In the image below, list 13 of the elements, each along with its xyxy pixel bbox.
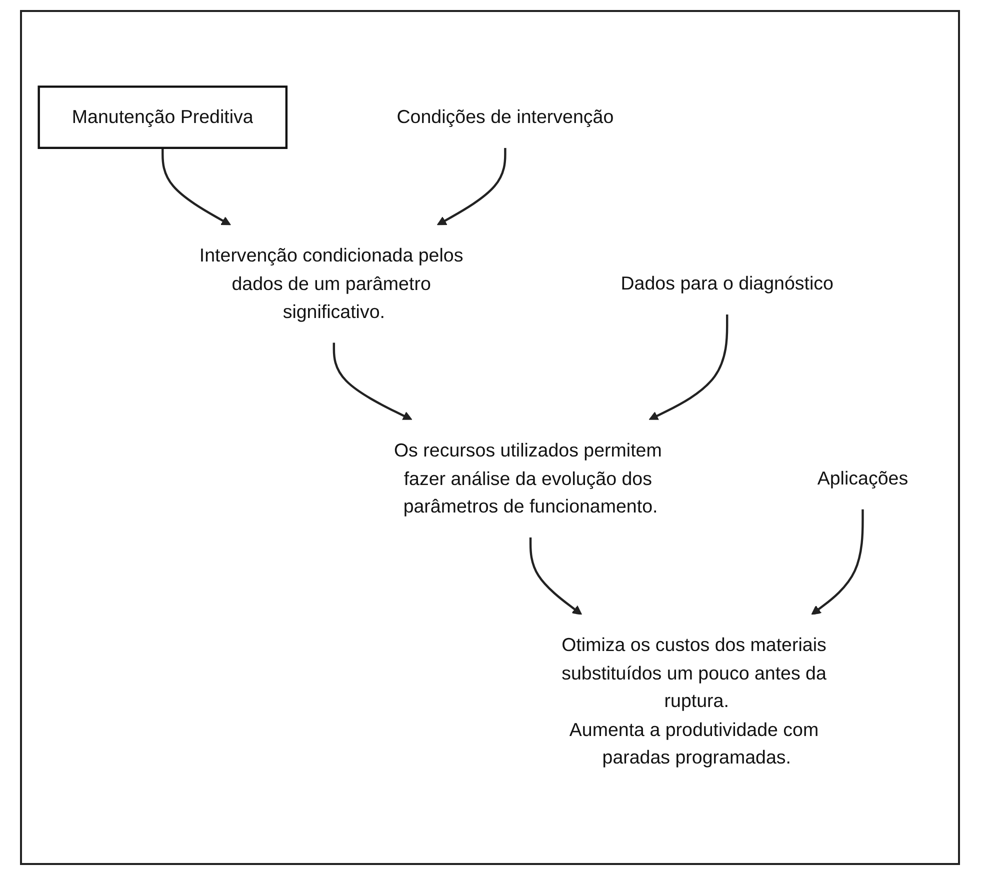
- node-text: Intervenção condicionada pelos dados de um parâmetro significativo.: [199, 244, 464, 322]
- arrow: [529, 537, 582, 616]
- arrow: [436, 148, 506, 226]
- arrow: [162, 148, 231, 226]
- arrow: [648, 314, 728, 420]
- arrow: [332, 342, 412, 420]
- node-box: Manutenção Preditiva: [38, 86, 288, 149]
- node-text: Aplicações: [817, 468, 908, 489]
- node-text: Otimiza os custos dos materiais substituídos um pouco antes da ruptura. Aumenta a produtividade com paradas programadas.: [562, 634, 826, 768]
- node-text: Dados para o diagnóstico: [620, 273, 834, 294]
- node-text: Os recursos utilizados permitem fazer análise da evolução dos parâmetros de funcionamento.: [394, 440, 662, 517]
- arrow: [811, 509, 864, 616]
- node-text: Condições de intervenção: [396, 106, 614, 128]
